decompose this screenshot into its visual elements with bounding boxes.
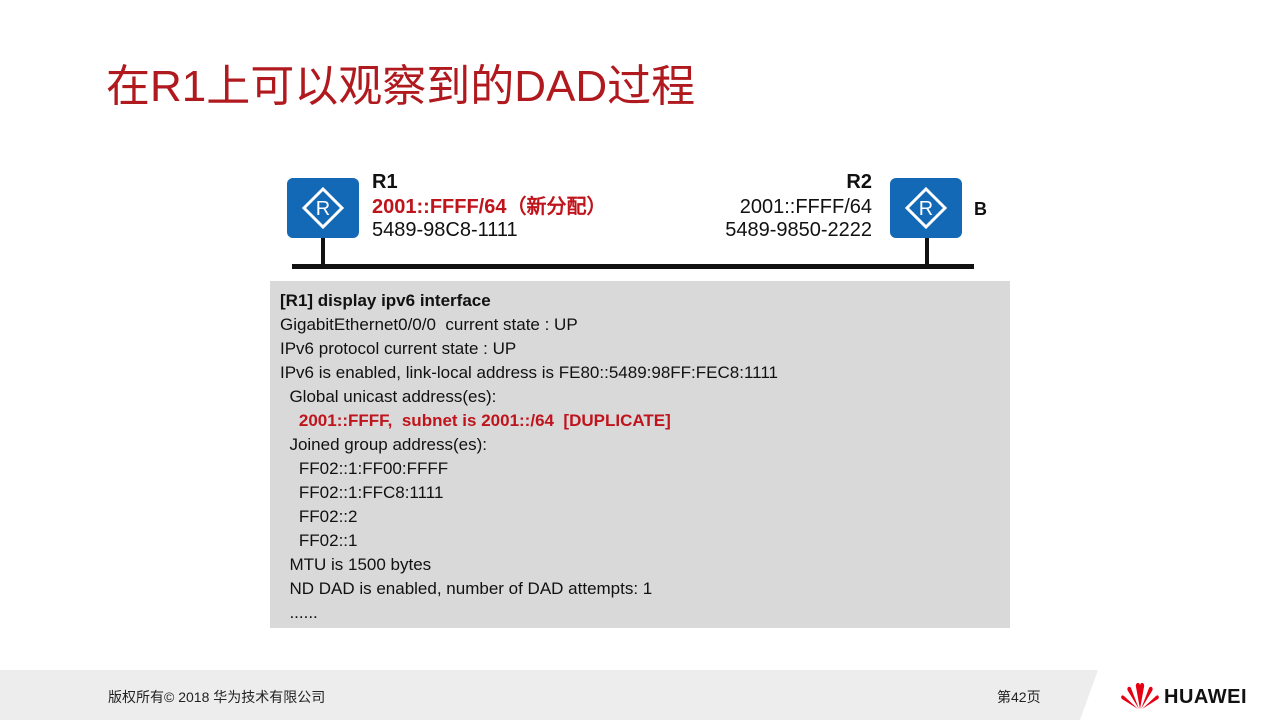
console-line-duplicate: 2001::FFFF, subnet is 2001::/64 [DUPLICA… — [280, 411, 671, 430]
console-line: FF02::1 — [280, 531, 358, 550]
ethernet-link — [292, 264, 974, 269]
r1-ip-address: 2001::FFFF/64（新分配） — [372, 196, 607, 218]
footer-bar: 版权所有© 2018 华为技术有限公司 第42页 — [0, 670, 1280, 720]
console-line: MTU is 1500 bytes — [280, 555, 432, 574]
brand-name: HUAWEI — [1164, 686, 1247, 708]
console-line: Global unicast address(es): — [280, 387, 497, 406]
huawei-logo-icon — [1120, 681, 1160, 716]
r1-name: R1 — [372, 171, 398, 193]
console-output: [R1] display ipv6 interface GigabitEther… — [270, 281, 1010, 628]
r2-mac-address: 5489-9850-2222 — [725, 219, 872, 241]
console-line: FF02::1:FF00:FFFF — [280, 459, 449, 478]
page-number: 第42页 — [997, 689, 1041, 705]
r2-ip-address: 2001::FFFF/64 — [739, 196, 872, 218]
console-line: IPv6 is enabled, link-local address is F… — [280, 363, 778, 382]
page-title: 在R1上可以观察到的DAD过程 — [106, 62, 696, 111]
console-line: [R1] display ipv6 interface — [280, 291, 491, 310]
console-line: ...... — [280, 603, 318, 622]
r2-tag: B — [974, 199, 987, 219]
router-r2-icon: R — [890, 178, 962, 238]
r1-link-drop — [321, 238, 325, 268]
r1-mac-address: 5489-98C8-1111 — [372, 219, 518, 241]
footer-logo-area — [1080, 670, 1280, 720]
router-r1-icon: R — [287, 178, 359, 238]
r2-link-drop — [925, 238, 929, 268]
svg-text:R: R — [919, 198, 933, 220]
r2-name: R2 — [846, 171, 872, 193]
copyright-text: 版权所有© 2018 华为技术有限公司 — [108, 689, 326, 705]
console-line: FF02::1:FFC8:1111 — [280, 483, 444, 502]
console-line: Joined group address(es): — [280, 435, 487, 454]
console-line: GigabitEthernet0/0/0 current state : UP — [280, 315, 578, 334]
console-line: ND DAD is enabled, number of DAD attempt… — [280, 579, 653, 598]
svg-text:R: R — [316, 198, 330, 220]
console-line: IPv6 protocol current state : UP — [280, 339, 517, 358]
console-line: FF02::2 — [280, 507, 358, 526]
